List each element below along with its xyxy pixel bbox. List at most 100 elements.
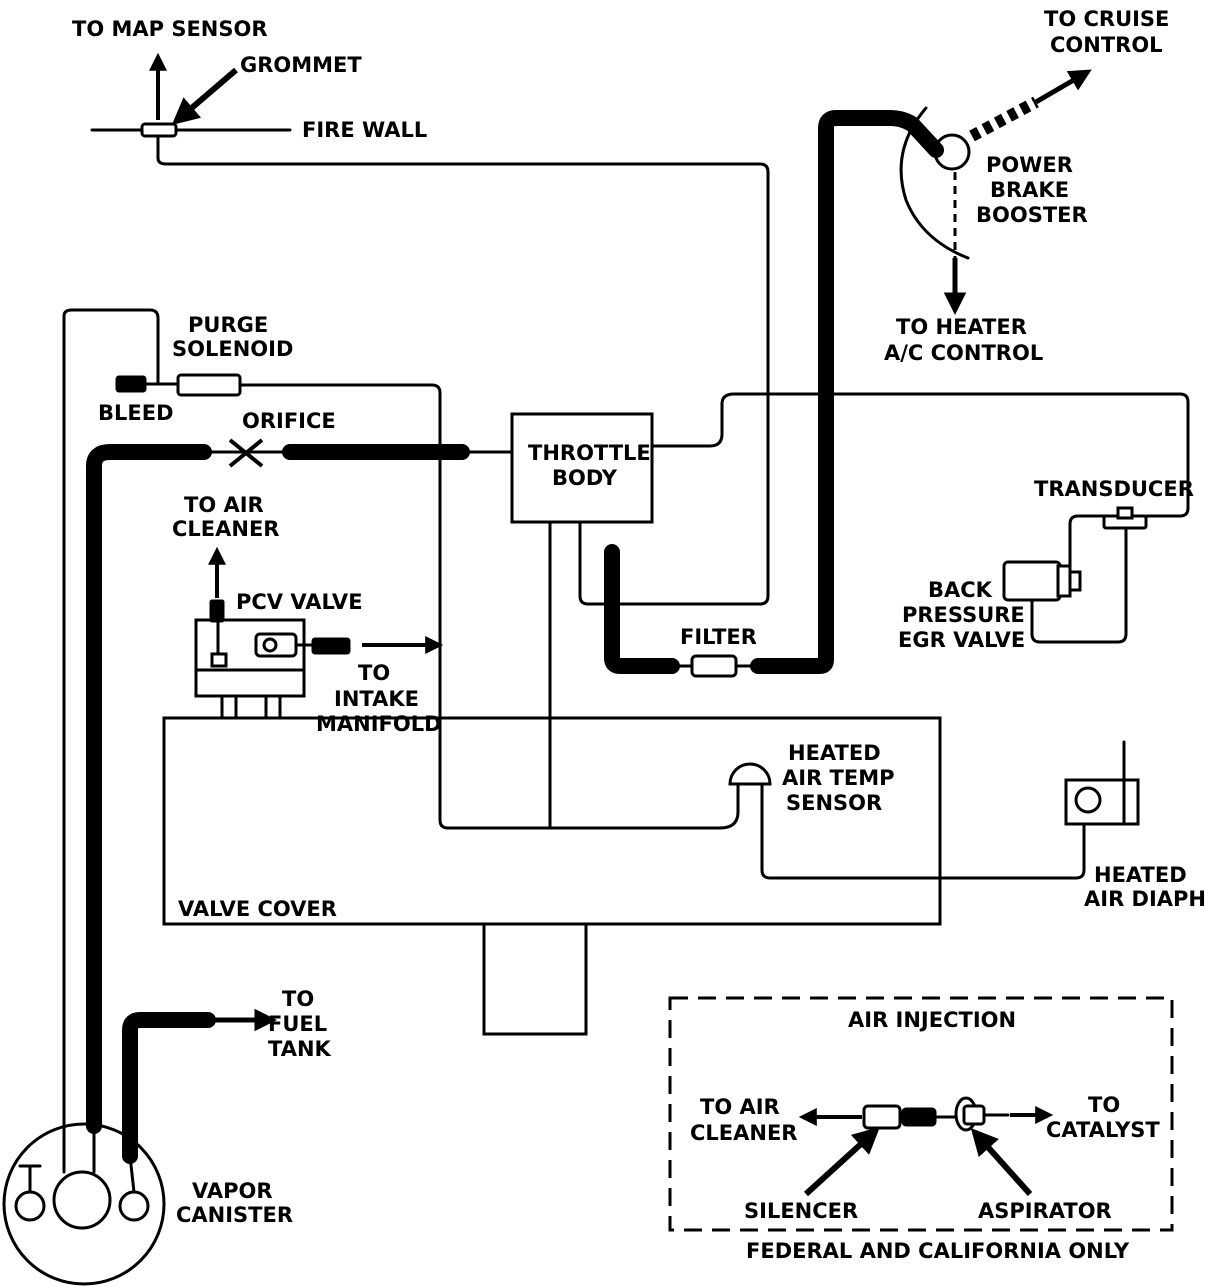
pcv-mount-left bbox=[220, 694, 238, 720]
canister-right-port bbox=[118, 1190, 150, 1222]
label-aspirator: ASPIRATOR bbox=[978, 1199, 1112, 1223]
transducer-vent-line bbox=[1030, 526, 1128, 644]
aspirator-pointer bbox=[970, 1127, 1033, 1197]
filter bbox=[690, 654, 738, 678]
label-to-intake-2: INTAKE bbox=[334, 687, 419, 711]
bleed-fitting bbox=[115, 375, 147, 393]
canister-purge-line bbox=[62, 308, 160, 1126]
heated-air-diaph-port bbox=[1074, 786, 1102, 814]
label-federal: FEDERAL AND CALIFORNIA ONLY bbox=[746, 1239, 1130, 1263]
label-ai-to-cat-2: CATALYST bbox=[1046, 1118, 1160, 1142]
valve-cover-group bbox=[162, 716, 1140, 1036]
label-fire-wall: FIRE WALL bbox=[302, 118, 427, 142]
silencer-hose bbox=[901, 1107, 937, 1127]
silencer bbox=[862, 1104, 902, 1130]
labels: TO MAP SENSOR GROMMET FIRE WALL TO CRUIS… bbox=[72, 7, 1206, 1263]
label-purge-2: SOLENOID bbox=[172, 337, 293, 361]
label-to-map-sensor: TO MAP SENSOR bbox=[72, 17, 268, 41]
heated-air-diaph bbox=[1064, 778, 1140, 826]
pcv-outlet-fitting bbox=[311, 637, 351, 655]
purge-solenoid bbox=[176, 373, 242, 397]
label-to-fuel-2: FUEL bbox=[268, 1012, 327, 1036]
aspirator-body bbox=[962, 1104, 986, 1126]
solenoid-vacuum-line bbox=[238, 383, 740, 830]
canister-outline bbox=[2, 1122, 166, 1286]
label-filter: FILTER bbox=[680, 625, 757, 649]
label-to-fuel-1: TO bbox=[282, 987, 314, 1011]
label-bleed: BLEED bbox=[98, 401, 174, 425]
pcv-valve-base bbox=[194, 668, 306, 698]
throttle-body-group bbox=[510, 392, 1190, 830]
label-air-injection: AIR INJECTION bbox=[848, 1008, 1016, 1032]
label-heated-sensor-3: SENSOR bbox=[786, 791, 882, 815]
pcv-group bbox=[194, 546, 444, 720]
label-vapor-1: VAPOR bbox=[192, 1179, 273, 1203]
label-egr-2: PRESSURE bbox=[902, 603, 1025, 627]
firewall-section bbox=[90, 52, 770, 606]
vapor-canister bbox=[2, 1122, 166, 1286]
canister-hose-right bbox=[128, 1154, 136, 1194]
label-egr-1: BACK bbox=[928, 578, 993, 602]
label-to-cruise-1: TO CRUISE bbox=[1044, 7, 1169, 31]
pcv-mount-right bbox=[264, 694, 282, 720]
canister-hoses bbox=[62, 308, 740, 1164]
sensor-to-diaph-line bbox=[760, 816, 1086, 880]
map-sensor-hose bbox=[156, 134, 770, 606]
cruise-dashed-hose bbox=[969, 96, 1039, 142]
canister-vent bbox=[18, 1164, 42, 1194]
egr-valve-tip bbox=[1068, 570, 1082, 592]
label-heated-sensor-2: AIR TEMP bbox=[782, 766, 895, 790]
cruise-arrow bbox=[1034, 69, 1092, 105]
label-egr-3: EGR VALVE bbox=[898, 628, 1025, 652]
label-purge-1: PURGE bbox=[188, 313, 268, 337]
label-throttle-1: THROTTLE bbox=[528, 441, 651, 465]
canister-vapor-hose bbox=[86, 444, 212, 1134]
label-power-3: BOOSTER bbox=[976, 203, 1088, 227]
egr-valve bbox=[1002, 560, 1062, 602]
label-to-fuel-3: TANK bbox=[268, 1037, 332, 1061]
booster-hose bbox=[750, 110, 944, 674]
label-power-2: BRAKE bbox=[990, 178, 1069, 202]
label-valve-cover: VALVE COVER bbox=[178, 897, 337, 921]
engine-block bbox=[482, 922, 588, 1036]
throttle-body bbox=[510, 412, 654, 524]
label-heated-diaph-2: AIR DIAPH bbox=[1084, 887, 1206, 911]
label-to-heater-1: TO HEATER bbox=[896, 315, 1027, 339]
label-pcv-valve: PCV VALVE bbox=[236, 590, 363, 614]
label-ai-to-air-1: TO AIR bbox=[700, 1095, 780, 1119]
label-grommet: GROMMET bbox=[240, 53, 362, 77]
label-to-heater-2: A/C CONTROL bbox=[884, 341, 1043, 365]
transducer-cap bbox=[1116, 506, 1134, 520]
air-injection-group bbox=[668, 996, 1174, 1232]
label-to-intake-1: TO bbox=[358, 661, 390, 685]
air-injection-box bbox=[668, 996, 1174, 1232]
fuel-tank-hose bbox=[122, 1012, 216, 1164]
label-to-air-cleaner-2: CLEANER bbox=[172, 517, 279, 541]
transducer-egr-line bbox=[1068, 514, 1112, 578]
pcv-cleaner-fitting bbox=[209, 599, 225, 623]
grommet-pointer-arrow bbox=[171, 67, 238, 126]
silencer-pointer bbox=[803, 1126, 880, 1197]
label-transducer: TRANSDUCER bbox=[1034, 477, 1194, 501]
grommet bbox=[140, 122, 178, 138]
throttle-filter-hose bbox=[604, 544, 680, 674]
label-silencer: SILENCER bbox=[744, 1199, 858, 1223]
pcv-valve-ball bbox=[262, 637, 278, 653]
label-orifice: ORIFICE bbox=[242, 409, 336, 433]
label-power-1: POWER bbox=[986, 153, 1073, 177]
canister-center-port bbox=[52, 1170, 112, 1230]
egr-group bbox=[1002, 506, 1148, 644]
canister-left-port bbox=[14, 1190, 46, 1222]
pcv-stem-tip bbox=[210, 652, 228, 668]
label-to-intake-3: MANIFOLD bbox=[316, 712, 442, 736]
label-ai-to-air-2: CLEANER bbox=[690, 1121, 797, 1145]
egr-valve-cap bbox=[1056, 564, 1072, 598]
label-ai-to-cat-1: TO bbox=[1088, 1093, 1120, 1117]
label-heated-sensor-1: HEATED bbox=[788, 741, 881, 765]
label-vapor-2: CANISTER bbox=[176, 1203, 293, 1227]
throttle-transducer-line bbox=[650, 392, 1190, 518]
power-brake-booster bbox=[750, 69, 1092, 674]
heated-air-temp-sensor bbox=[728, 762, 772, 786]
label-heated-diaph-1: HEATED bbox=[1094, 863, 1187, 887]
